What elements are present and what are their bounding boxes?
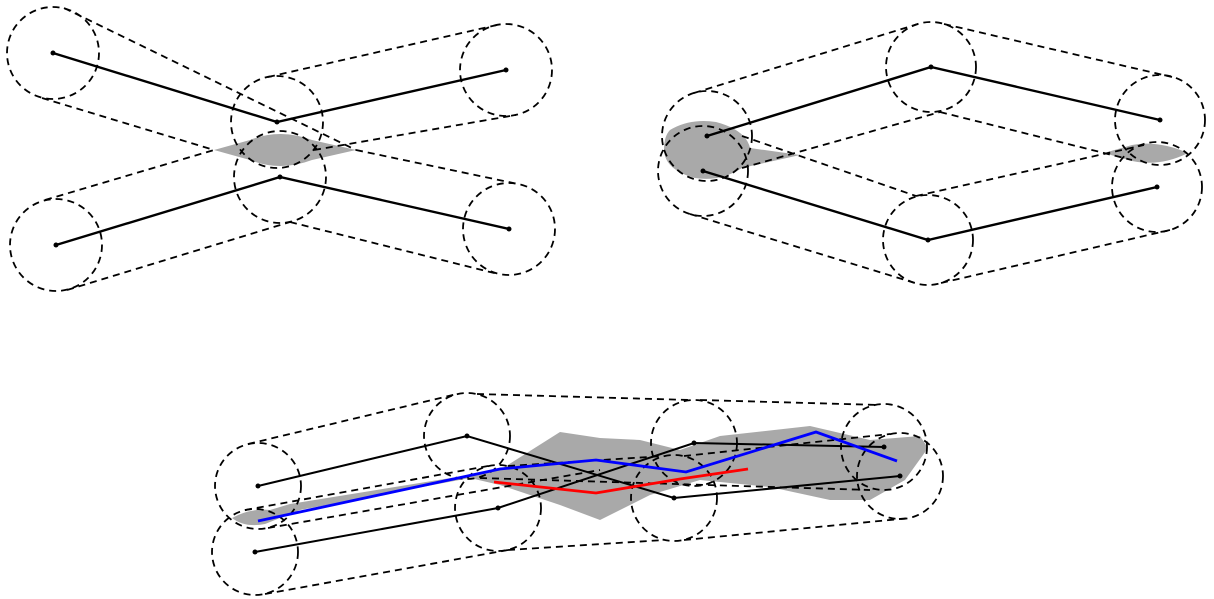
buffer-edge: [741, 111, 941, 169]
intersection-region: [664, 121, 800, 179]
vertices: [50, 50, 512, 248]
buffer-circle: [630, 454, 718, 542]
vertex-point: [691, 440, 697, 446]
buffer-edge: [683, 433, 891, 457]
vertex-point: [50, 50, 56, 56]
vertex-point: [506, 226, 512, 232]
vertex-point: [928, 64, 934, 70]
vertex-point: [700, 168, 706, 174]
vertex-point: [1157, 117, 1163, 123]
buffer-circle: [1111, 141, 1203, 233]
vertex-point: [495, 505, 501, 511]
intersection-region: [232, 426, 928, 526]
buffer-edge: [63, 7, 357, 151]
buffer-circle: [9, 198, 103, 292]
polyline-upper: [257, 434, 901, 500]
buffer-circle: [233, 130, 327, 224]
vertex-point: [671, 495, 677, 501]
buffer-circle: [230, 75, 324, 169]
buffer-edge: [507, 539, 665, 551]
buffer-edge: [479, 477, 871, 491]
polyline-upper: [706, 65, 1161, 138]
vertex-point: [881, 444, 887, 450]
buffer-edge: [939, 111, 1133, 161]
buffer-edge: [476, 393, 691, 401]
buffer-edge: [689, 213, 916, 284]
vertex-point: [1154, 184, 1160, 190]
vertex-point: [274, 119, 280, 125]
buffer-circle: [423, 392, 511, 480]
buffer-edge: [44, 149, 215, 201]
buffer-circle: [882, 194, 974, 286]
buffer-edge: [741, 135, 917, 197]
buffer-edges: [41, 7, 519, 291]
buffer-edge: [66, 221, 291, 291]
buffer-edge: [264, 549, 509, 595]
panel-top-right: [657, 21, 1206, 286]
vertex-point: [897, 473, 903, 479]
buffer-circle: [214, 442, 302, 530]
vertex-point: [503, 67, 509, 73]
vertex-point: [704, 133, 710, 139]
buffer-circles: [657, 21, 1206, 286]
buffer-edges: [689, 23, 1173, 284]
vertices: [252, 433, 903, 555]
vertex-point: [255, 483, 261, 489]
polyline-upper: [52, 51, 507, 124]
buffer-edge: [693, 23, 919, 94]
polylines: [254, 434, 901, 553]
buffer-circle: [885, 21, 977, 113]
buffer-edge: [355, 149, 519, 185]
polyline-lower: [254, 441, 885, 553]
buffer-edge: [699, 399, 881, 406]
buffer-edge: [943, 23, 1173, 78]
vertex-point: [277, 174, 283, 180]
buffer-edges: [244, 393, 911, 595]
buffer-circle: [856, 432, 944, 520]
buffer-edge: [244, 465, 489, 511]
panel-top-left: [6, 6, 556, 292]
vertex-point: [925, 237, 931, 243]
buffer-circle: [6, 6, 100, 100]
red-path: [493, 467, 749, 495]
vertices: [700, 64, 1163, 243]
vertex-point: [53, 242, 59, 248]
blue-path: [257, 430, 898, 523]
buffer-edge: [313, 114, 517, 151]
polyline-lower: [55, 175, 510, 247]
polyline-lower: [702, 169, 1158, 242]
vertex-point: [252, 549, 258, 555]
buffer-edge: [940, 229, 1171, 284]
buffer-edge: [267, 24, 498, 78]
buffer-circle: [661, 90, 753, 182]
vertex-point: [464, 433, 470, 439]
buffer-edge: [915, 144, 1145, 197]
panel-bottom: [211, 392, 944, 596]
buffer-circle: [1114, 74, 1206, 166]
buffer-circle: [657, 125, 749, 217]
buffer-circle: [454, 464, 542, 552]
buffer-circle: [211, 508, 299, 596]
buffer-edge: [683, 517, 911, 541]
buffer-edge: [41, 97, 215, 151]
buffer-edge: [247, 393, 458, 445]
